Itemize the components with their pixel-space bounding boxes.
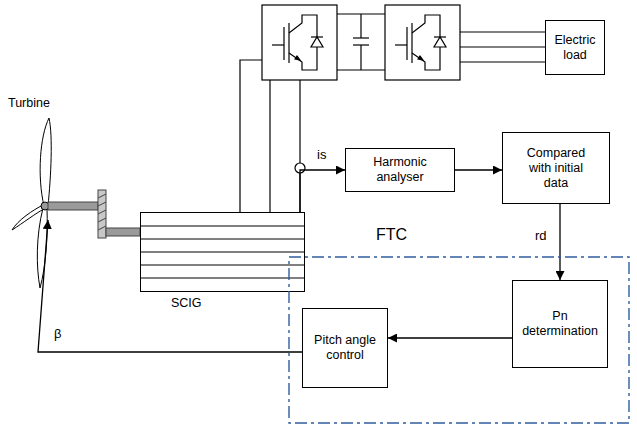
turbine-node: Turbine [8,96,88,296]
node-heading: SCIG [171,296,202,311]
generator-wires [240,60,305,212]
signal-arrow [300,170,345,212]
dc-link [337,14,385,70]
load-wires [460,32,545,62]
box-label: Electric load [550,33,600,63]
process-box: Pitch angle control [302,308,388,388]
inverter-symbol [385,5,460,80]
node-heading: Turbine [8,96,50,111]
box-label: Pn determination [517,309,603,339]
controller-region: FTCPitch angle controlPn determination [288,256,630,424]
signal-arrow [559,204,560,280]
generator-windings [140,226,305,278]
box-label: Pitch angle control [309,333,381,363]
signal-name: is [315,147,328,163]
generator-box: SCIG [140,212,305,292]
process-box: Harmonic analyser [345,148,455,192]
box-label: Compared with initial data [520,146,592,191]
signal-name: rd [533,228,549,244]
drive-train [48,190,140,238]
process-box: Pn determination [512,280,608,368]
region-border [289,257,629,423]
box-label: Harmonic analyser [365,155,435,185]
process-box: Electric load [545,20,605,75]
rectifier-symbol [262,5,337,80]
process-box: Compared with initial data [502,132,610,204]
signal-name: β [52,326,63,342]
node-heading: FTC [376,225,407,244]
signal-arrow [388,337,512,338]
signal-arrow [455,169,502,170]
signal-arrow [38,220,302,352]
